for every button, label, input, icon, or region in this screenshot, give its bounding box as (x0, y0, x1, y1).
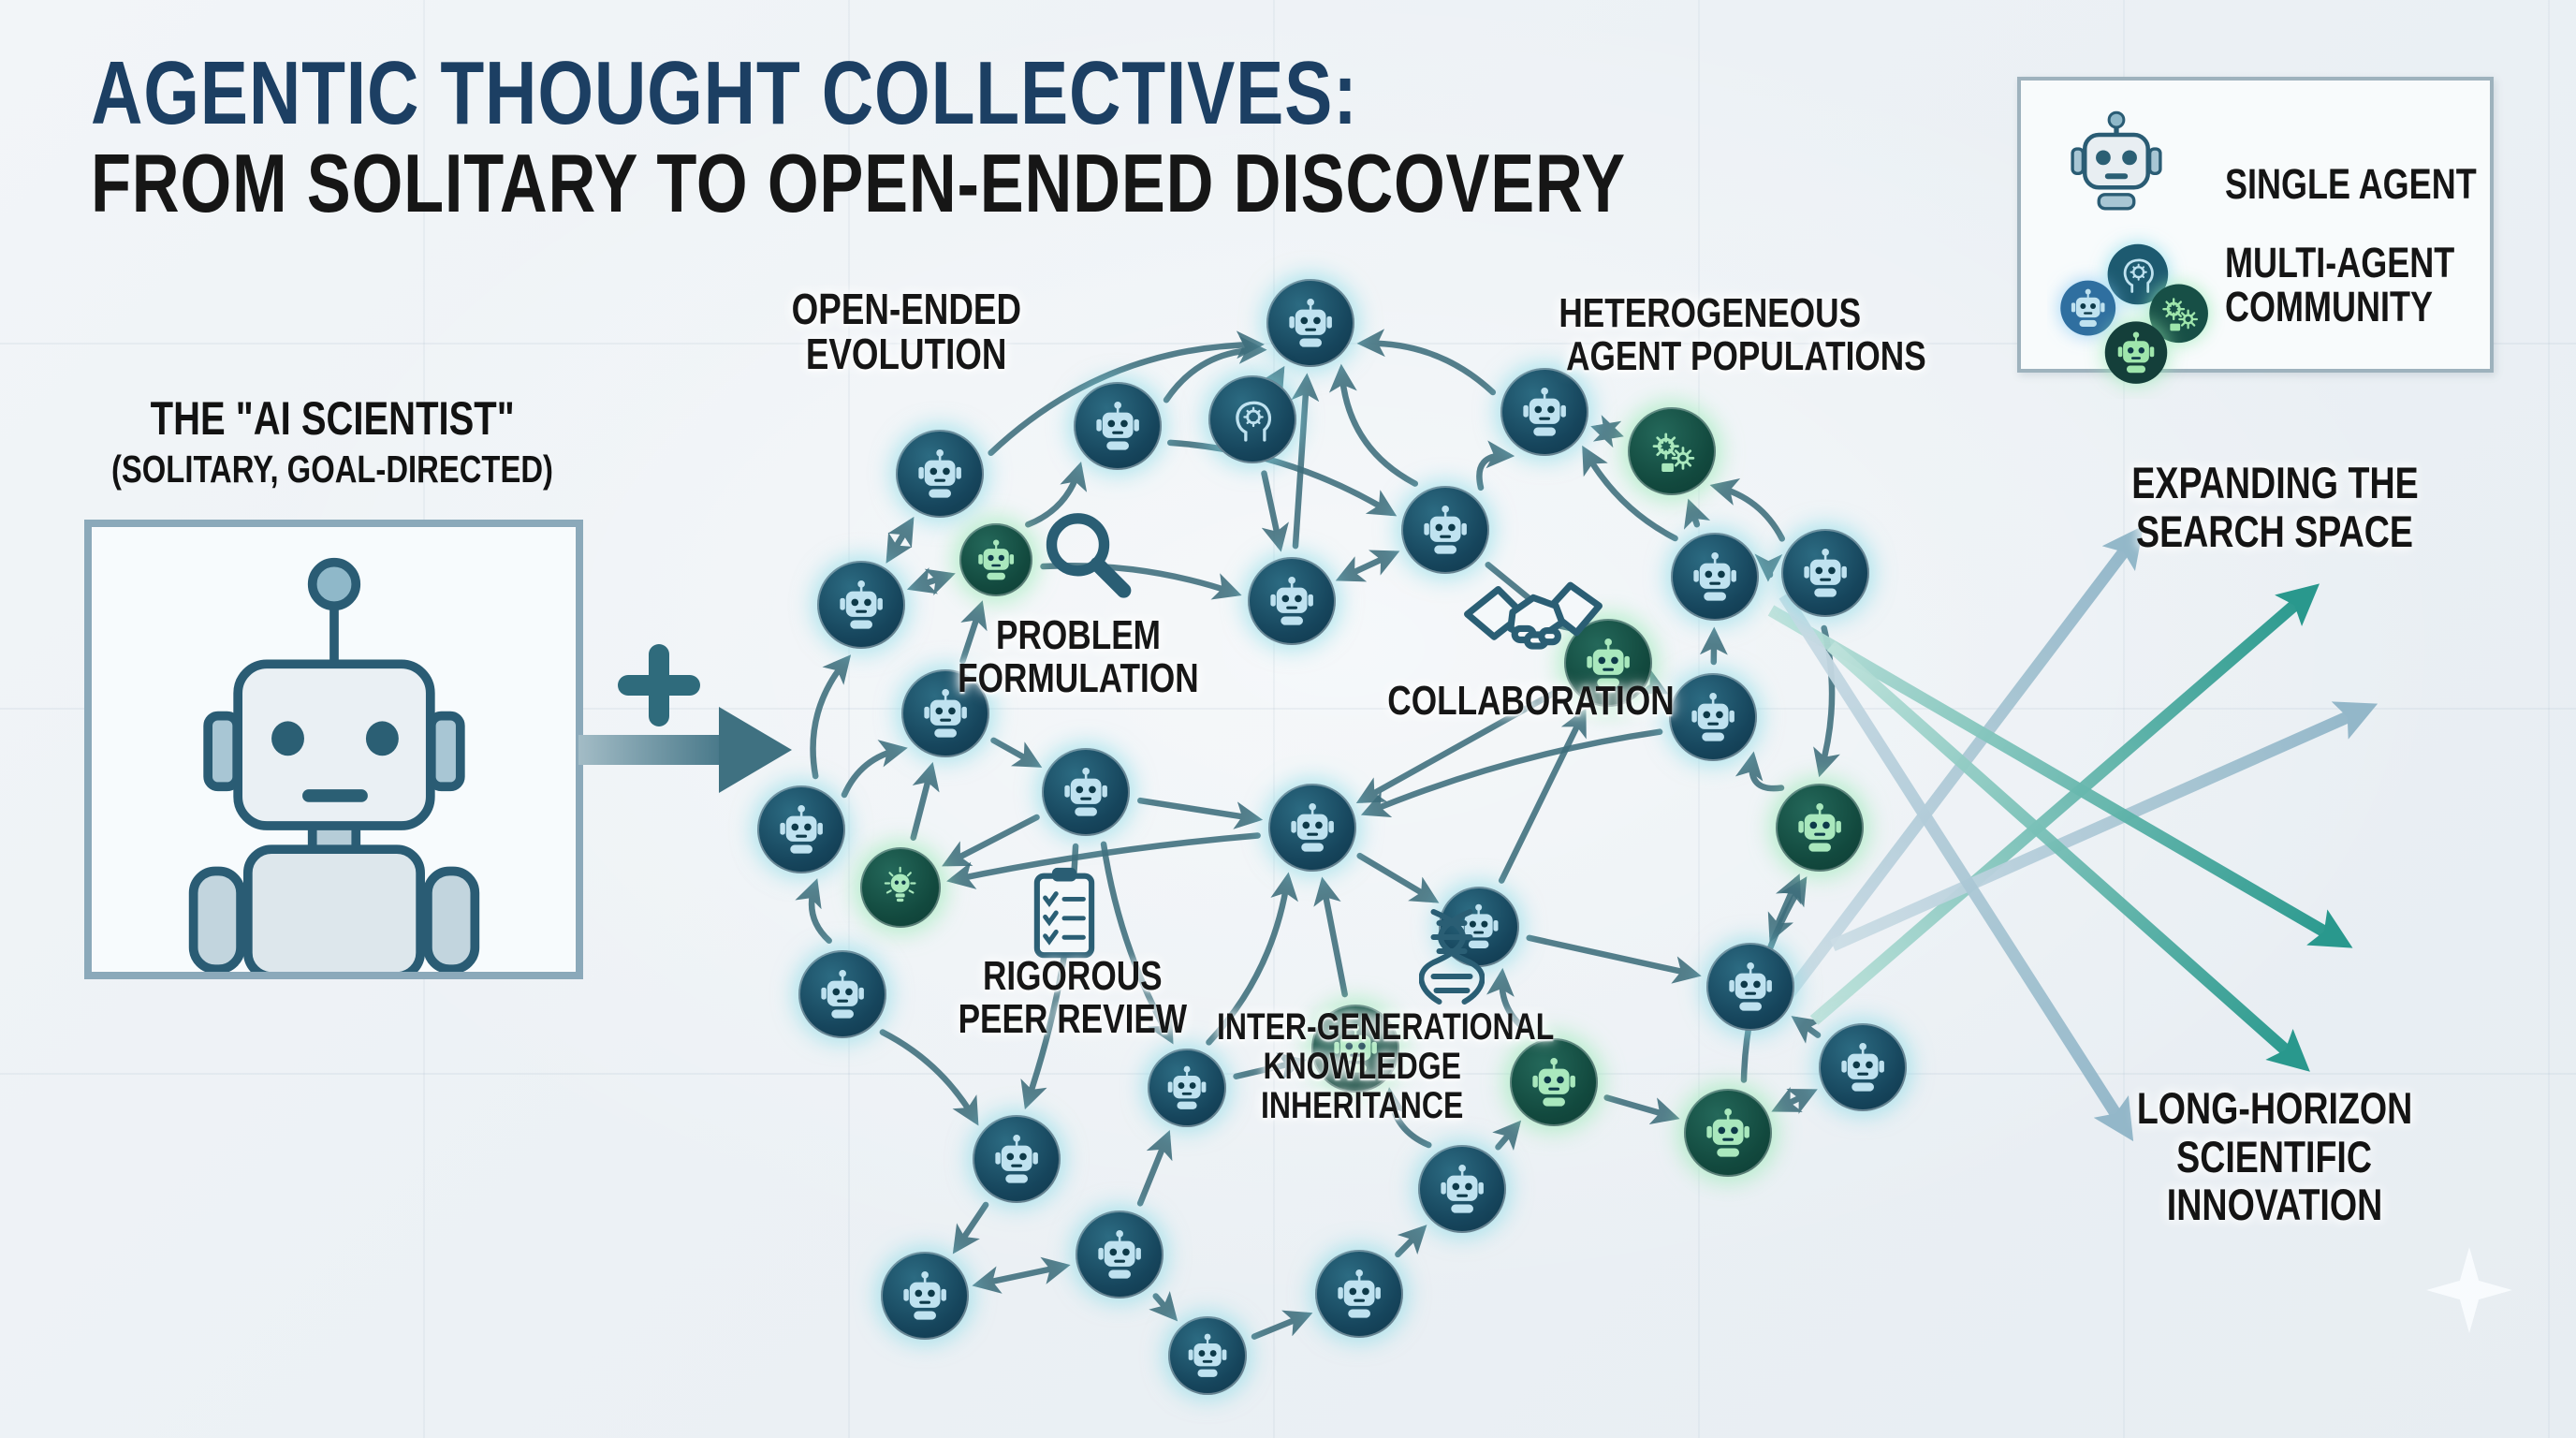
title-line2: FROM SOLITARY TO OPEN-ENDED DISCOVERY (91, 136, 1626, 229)
handshake-icon (1464, 581, 1603, 650)
label-intergenerational-knowledge-inheritance: INTER-GENERATIONAL KNOWLEDGE INHERITANCE (1217, 1006, 1555, 1126)
label-long-horizon-innovation: LONG-HORIZON SCIENTIFIC INNOVATION (2136, 1083, 2413, 1230)
clipboard-checklist-icon (1033, 867, 1095, 959)
outcome-arrow (1809, 583, 2320, 1025)
transform-arrow-icon (719, 707, 792, 793)
single-agent-label: SINGLE AGENT (2225, 160, 2477, 208)
ai-scientist-subheading: (SOLITARY, GOAL-DIRECTED) (111, 448, 553, 491)
label-rigorous-peer-review: RIGOROUS PEER REVIEW (958, 953, 1188, 1043)
robot-icon (188, 557, 480, 981)
label-open-ended-evolution: OPEN-ENDED EVOLUTION (791, 285, 1021, 379)
single-agent-box (84, 520, 583, 981)
label-heterogeneous-agent-populations: HETEROGENEOUS AGENT POPULATIONS (1559, 290, 1926, 380)
title-line1: AGENTIC THOUGHT COLLECTIVES: (91, 43, 1358, 143)
single-agent-robot-icon (2071, 110, 2162, 211)
dna-icon (1419, 909, 1485, 1005)
ai-scientist-heading: THE "AI SCIENTIST" (150, 392, 515, 445)
outcome-arrow (1778, 592, 2134, 1142)
label-problem-formulation: PROBLEM FORMULATION (958, 612, 1199, 702)
plus-symbol (618, 644, 700, 726)
outcome-arrow (1826, 641, 2310, 1072)
multi-agent-label: MULTI-AGENT COMMUNITY (2225, 239, 2455, 330)
outcome-arrow (1767, 605, 2353, 948)
page-title: AGENTIC THOUGHT COLLECTIVES: FROM SOLITA… (91, 47, 2010, 226)
label-collaboration: COLLABORATION (1386, 678, 1675, 724)
outcome-arrow (1830, 701, 2378, 951)
transform-arrow-shaft (578, 735, 721, 765)
legend-panel: SINGLE AGENT MULTI-AGENT COMMUNITY (2017, 77, 2494, 384)
label-expanding-search-space: EXPANDING THE SEARCH SPACE (2130, 458, 2419, 556)
magnifier-icon (1046, 513, 1132, 598)
